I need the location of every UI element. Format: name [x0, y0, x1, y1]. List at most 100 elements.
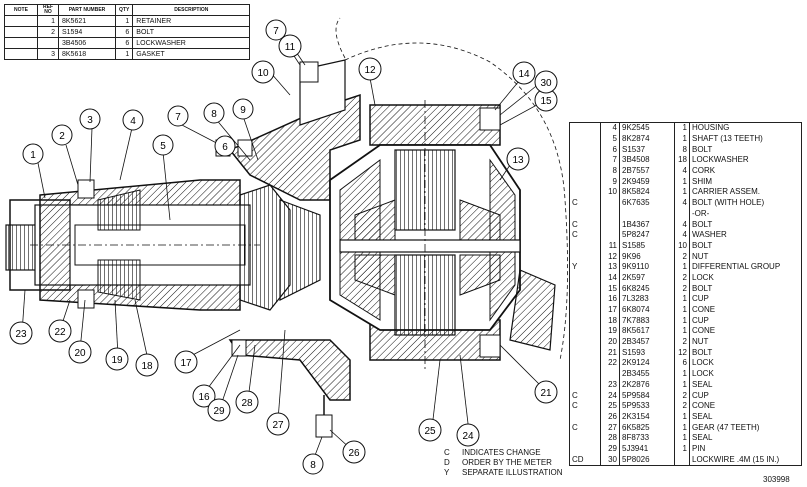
- callout-28: 28: [235, 390, 259, 414]
- carrier-housing: [228, 59, 361, 401]
- cell-part: 5P8247: [619, 229, 675, 241]
- callout-21: 21: [534, 380, 558, 404]
- cell-desc: GEAR (47 TEETH): [689, 422, 802, 433]
- cell-desc: SHIM: [689, 176, 802, 188]
- legend-text: INDICATES CHANGE: [462, 448, 541, 457]
- cell-qty: 2: [674, 336, 690, 348]
- cell-note: C: [569, 219, 601, 230]
- callout-label: 10: [257, 68, 269, 79]
- callout-circle: [48, 319, 72, 343]
- cell-note: [569, 443, 601, 455]
- cell-ref: 1: [37, 15, 59, 27]
- callout-circle: [203, 102, 225, 124]
- cell-qty: 1: [674, 133, 690, 145]
- legend-text: SEPARATE ILLUSTRATION: [462, 468, 563, 477]
- legend-code: D: [444, 458, 450, 467]
- cell-desc: CARRIER ASSEM.: [689, 187, 802, 198]
- cell-ref: [600, 368, 620, 380]
- cell-part: 8K5618: [58, 48, 116, 60]
- cell-qty: 12: [674, 347, 690, 359]
- legend-item: D ORDER BY THE METER: [444, 458, 562, 468]
- cell-qty: 1: [114, 15, 134, 27]
- callout-14: 14: [512, 61, 536, 85]
- cell-desc: LOCK: [689, 368, 802, 380]
- cell-desc: SHAFT (13 TEETH): [689, 133, 802, 145]
- callout-11: 11: [278, 34, 302, 58]
- callout-label: 3: [87, 115, 93, 126]
- cell-qty: 18: [674, 155, 690, 166]
- callout-label: 20: [74, 348, 86, 359]
- cell-part: S1594: [58, 26, 116, 38]
- callout-circle: [174, 350, 198, 374]
- callout-circle: [342, 440, 366, 464]
- callout-2: 2: [51, 124, 73, 146]
- cell-note: C: [569, 400, 601, 412]
- cell-desc: CUP: [689, 315, 802, 327]
- cell-note: [569, 208, 601, 220]
- cell-qty: 6: [114, 26, 134, 38]
- callout-circle: [278, 34, 302, 58]
- callout-label: 30: [540, 78, 552, 89]
- callout-circle: [192, 384, 216, 408]
- cell-desc: SEAL: [689, 379, 802, 391]
- cell-note: [4, 15, 38, 27]
- callout-30: 30: [534, 70, 558, 94]
- cell-part: 2B3455: [619, 368, 675, 380]
- table-row: -OR-: [569, 208, 802, 220]
- callout-circle: [51, 124, 73, 146]
- cell-part: 5J3941: [619, 443, 675, 455]
- callout-label: 11: [285, 42, 296, 53]
- callout-5: 5: [152, 134, 174, 156]
- cell-ref: 27: [600, 422, 620, 433]
- cell-desc: -OR-: [689, 208, 802, 220]
- callout-circle: [512, 61, 536, 85]
- cell-ref: [600, 229, 620, 241]
- cell-qty: 2: [674, 400, 690, 412]
- cell-part: S1537: [619, 144, 675, 156]
- callout-13: 13: [506, 147, 530, 171]
- cell-qty: 1: [674, 122, 690, 134]
- cell-part: 6K5825: [619, 422, 675, 433]
- legend-text: ORDER BY THE METER: [462, 458, 552, 467]
- cell-part: 8F8733: [619, 432, 675, 444]
- callout-20: 20: [68, 340, 92, 364]
- cell-part: 3B4508: [619, 155, 675, 166]
- cell-part: [619, 208, 675, 220]
- callout-circle: [122, 109, 144, 131]
- cell-note: [569, 155, 601, 166]
- cell-desc: BOLT (WITH HOLE): [689, 197, 802, 209]
- callout-circle: [235, 390, 259, 414]
- cell-note: C: [569, 422, 601, 433]
- cell-ref: [600, 219, 620, 230]
- cell-desc: BOLT: [689, 347, 802, 359]
- cell-part: 2B7557: [619, 165, 675, 177]
- cell-desc: CUP: [689, 390, 802, 401]
- col-desc: DESCRIPTION: [132, 4, 251, 16]
- cell-qty: 1: [674, 443, 690, 455]
- cell-ref: 28: [600, 432, 620, 444]
- dashed-curve-left: [335, 17, 346, 59]
- cell-note: [4, 26, 38, 38]
- small-table-header: NOTE REF NO PART NUMBER QTY DESCRIPTION: [4, 4, 251, 16]
- cell-qty: 1: [674, 294, 690, 305]
- callout-circle: [167, 105, 189, 127]
- callout-label: 6: [222, 142, 228, 153]
- callout-8a: 8: [203, 102, 225, 124]
- callout-4: 4: [122, 109, 144, 131]
- cell-ref: 23: [600, 379, 620, 391]
- cell-ref: [600, 208, 620, 220]
- cell-desc: CONE: [689, 304, 802, 316]
- cell-desc: WASHER: [689, 229, 802, 241]
- cell-qty: 1: [674, 315, 690, 327]
- cell-part: 2K2876: [619, 379, 675, 391]
